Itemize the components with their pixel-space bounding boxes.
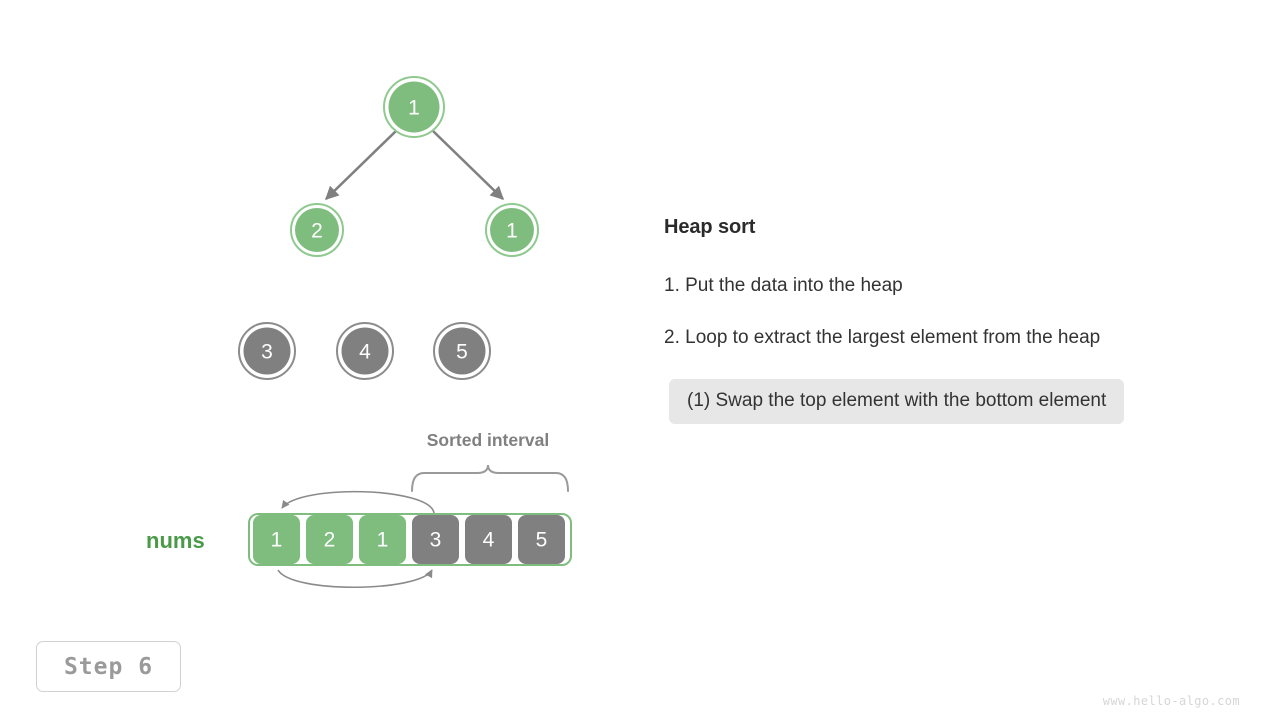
heap-node-left-body [295,208,339,252]
heap-node-left-value: 2 [311,220,323,243]
detached-node-1[interactable]: 4 [336,322,394,380]
array-cell-2-box [359,515,406,564]
detached-node-0-body [243,327,291,375]
detached-node-0-ring [238,322,296,380]
array-container [248,513,572,566]
step-badge[interactable]: Step 6 [36,641,181,692]
array-cell-5[interactable]: 5 [518,515,565,564]
heap-node-root-ring [383,76,445,138]
swap-arrows [277,490,435,589]
swap-arrow-top [281,490,435,514]
current-substep-highlight: (1) Swap the top element with the bottom… [669,379,1125,424]
array-cell-2[interactable]: 1 [359,515,406,564]
heap-node-right[interactable]: 1 [485,203,539,257]
heap-node-right-body [490,208,534,252]
detached-node-2-body [438,327,486,375]
array-cell-4[interactable]: 4 [465,515,512,564]
detached-node-0-value: 3 [261,341,273,364]
detached-node-2-ring [433,322,491,380]
detached-node-0[interactable]: 3 [238,322,296,380]
array-cell-4-box [465,515,512,564]
algorithm-step-2: 2. Loop to extract the largest element f… [664,327,1101,348]
heap-node-right-value: 1 [506,220,518,243]
detached-node-1-value: 4 [359,341,371,364]
swap-arrow-bottom [277,569,433,589]
array-cell-0-value: 1 [271,529,283,552]
array-cell-1-value: 2 [324,529,336,552]
array-cell-3-value: 3 [430,529,442,552]
detached-node-2[interactable]: 5 [433,322,491,380]
heap-node-left-ring [290,203,344,257]
sorted-interval-label: Sorted interval [427,430,550,450]
array-cell-3-box [412,515,459,564]
sorted-interval-brace [411,464,569,492]
heap-node-root-value: 1 [408,97,420,120]
array-cell-1[interactable]: 2 [306,515,353,564]
array-cell-4-value: 4 [483,529,495,552]
array-cell-3[interactable]: 3 [412,515,459,564]
array-cell-1-box [306,515,353,564]
array-cell-2-value: 1 [377,529,389,552]
heap-node-root[interactable]: 1 [383,76,445,138]
array-cell-5-box [518,515,565,564]
array-cell-0-box [253,515,300,564]
detached-node-2-value: 5 [456,341,468,364]
explanation-panel: Heap sort 1. Put the data into the heap … [664,216,1264,424]
page-title: Heap sort [664,216,756,238]
heap-node-left[interactable]: 2 [290,203,344,257]
algorithm-step-1: 1. Put the data into the heap [664,275,903,296]
detached-node-1-ring [336,322,394,380]
tree-edge-root-left [325,130,397,200]
heap-node-right-ring [485,203,539,257]
detached-node-1-body [341,327,389,375]
array-cell-5-value: 5 [536,529,548,552]
watermark: www.hello-algo.com [1102,694,1240,708]
tree-edges [325,130,504,200]
heap-node-root-body [388,81,440,133]
tree-edge-root-right [432,130,504,200]
array-cell-0[interactable]: 1 [253,515,300,564]
array-label: nums [146,528,205,553]
